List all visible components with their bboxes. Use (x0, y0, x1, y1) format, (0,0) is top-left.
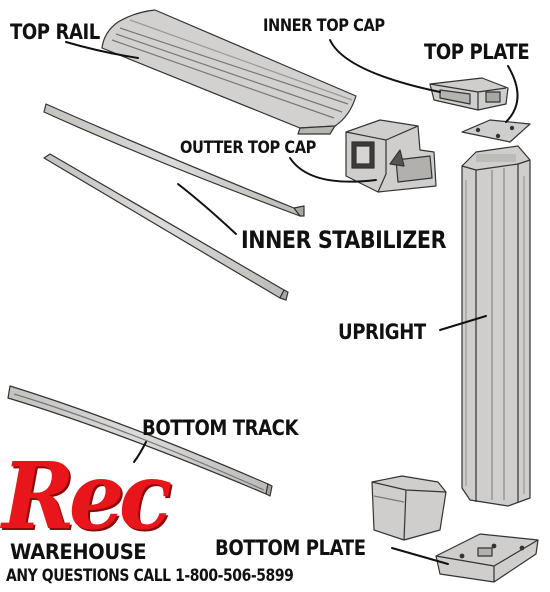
upright-part (461, 145, 531, 507)
upright-leader (439, 315, 487, 331)
upright-label: UPRIGHT (338, 320, 426, 344)
top-rail-label: TOP RAIL (10, 20, 100, 44)
top-plate-leader (505, 65, 519, 123)
inner-top-cap-leader (329, 39, 441, 93)
bottom-plate-label: BOTTOM PLATE (215, 536, 366, 560)
bottom-plate-leader (391, 547, 449, 565)
inner-top-cap-part (429, 77, 509, 111)
top-plate-label: TOP PLATE (424, 40, 530, 64)
leader-lines (65, 39, 519, 565)
outter-top-cap-leader (289, 157, 377, 183)
inner-stabilizer-part (43, 103, 305, 217)
bottom-plate-part (435, 533, 539, 583)
top-plate-part (461, 119, 531, 143)
bottom-track-label: BOTTOM TRACK (142, 416, 299, 440)
stabilizer-bar-part (43, 153, 289, 301)
contact-line: ANY QUESTIONS CALL 1-800-506-5899 (6, 566, 294, 586)
top-rail-leader (65, 41, 139, 59)
outter-top-cap-label: OUTTER TOP CAP (180, 138, 316, 158)
rec-logo: Rec (2, 442, 172, 550)
top-rail-part (101, 9, 357, 135)
inner-stabilizer-label: INNER STABILIZER (241, 226, 447, 254)
inner-stabilizer-leader (177, 183, 237, 235)
bottom-track-leader (133, 441, 147, 463)
inner-top-cap-label: INNER TOP CAP (263, 16, 385, 36)
bottom-track-part (7, 385, 273, 497)
bottom-cap-part (371, 475, 447, 541)
outter-top-cap-part (345, 119, 437, 193)
brand-name: WAREHOUSE (10, 540, 147, 564)
